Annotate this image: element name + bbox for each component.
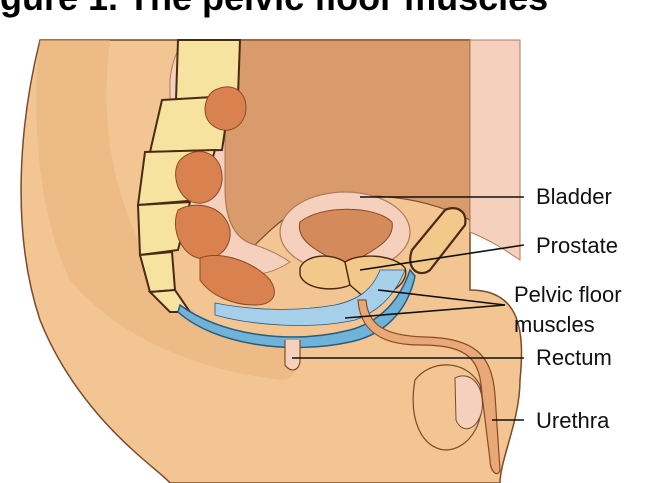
label-rectum: Rectum (536, 345, 612, 371)
label-pelvic-floor-line1: Pelvic floor (514, 282, 622, 308)
rectum (285, 340, 300, 370)
label-pelvic-floor-line2: muscles (514, 312, 595, 338)
label-urethra: Urethra (536, 408, 609, 434)
abdominal-wall (470, 40, 520, 260)
bowel-segment-2 (176, 152, 223, 204)
prostate-left (300, 256, 350, 289)
bowel-segment-1 (205, 87, 246, 130)
label-bladder: Bladder (536, 184, 612, 210)
label-prostate: Prostate (536, 233, 618, 259)
